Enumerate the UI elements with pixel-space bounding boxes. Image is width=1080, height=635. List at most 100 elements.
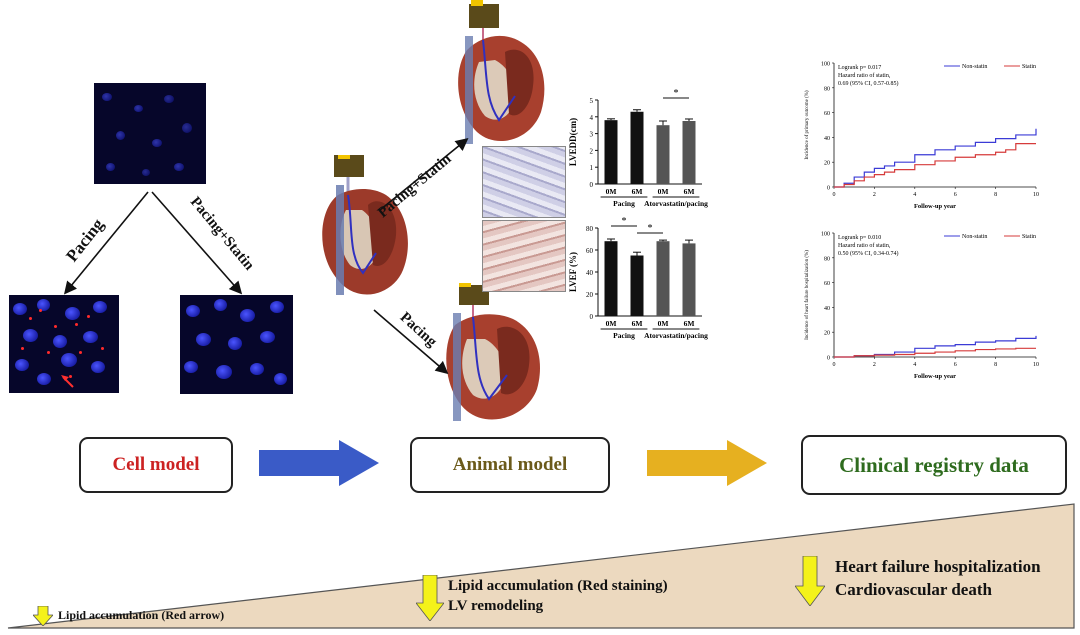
bar xyxy=(604,241,618,316)
x-tick-label: 10 xyxy=(1033,362,1039,368)
y-tick-label: 100 xyxy=(821,232,830,238)
x-tick-label: 6M xyxy=(684,187,695,196)
x-tick-label: 4 xyxy=(913,362,916,368)
y-tick-label: 100 xyxy=(821,62,830,68)
gold-arrow-icon xyxy=(647,440,767,486)
x-tick-label: 6M xyxy=(684,319,695,328)
group-label: Atorvastatin/pacing xyxy=(644,331,708,340)
chart-lvedd: 0 1 2 3 4 5 0M 6M 0M 6M Pacing Atorvastatin/pacing L… xyxy=(568,88,708,208)
x-tick-label: 0M xyxy=(658,319,669,328)
y-tick-label: 80 xyxy=(824,256,830,262)
x-tick-label: 0 xyxy=(833,192,836,198)
x-tick-label: 6M xyxy=(632,319,643,328)
y-tick-label: 20 xyxy=(824,331,830,337)
stage-clinical-registry-label: Clinical registry data xyxy=(839,452,1029,477)
legend-label: Non-statin xyxy=(962,64,987,70)
x-tick-label: 0 xyxy=(833,362,836,368)
y-tick-label: 20 xyxy=(824,161,830,167)
down-arrow-icon-animal xyxy=(416,575,444,621)
significance-label: * xyxy=(674,88,679,99)
x-tick-label: 4 xyxy=(913,192,916,198)
y-tick-label: 20 xyxy=(586,291,594,299)
cell-image-control xyxy=(94,83,206,184)
y-tick-label: 0 xyxy=(590,181,594,189)
x-axis-label: Follow-up year xyxy=(914,373,956,380)
y-tick-label: 60 xyxy=(586,247,594,255)
annotation-text: 0.50 (95% CI, 0.34-0.74) xyxy=(838,250,899,257)
cell-image-pacing-statin xyxy=(180,295,293,394)
x-tick-label: 6 xyxy=(954,362,957,368)
cell-image-pacing xyxy=(9,295,119,393)
x-tick-label: 6 xyxy=(954,192,957,198)
down-arrow-icon-clinical xyxy=(795,556,825,606)
outcome-clinical-1: Heart failure hospitalization xyxy=(835,557,1041,576)
stage-clinical-registry: Clinical registry data xyxy=(801,435,1067,495)
stage-animal-model: Animal model xyxy=(410,437,610,493)
x-tick-label: 2 xyxy=(873,362,876,368)
significance-label: * xyxy=(648,223,653,234)
red-arrow-icon xyxy=(61,375,74,388)
x-axis-label: Follow-up year xyxy=(914,203,956,210)
y-tick-label: 3 xyxy=(590,131,594,139)
group-label: Atorvastatin/pacing xyxy=(644,199,708,208)
bar xyxy=(630,111,644,184)
animal-branch-arrows xyxy=(373,137,469,375)
outcome-clinical-2: Cardiovascular death xyxy=(835,580,992,599)
cell-branch-arrows xyxy=(63,191,243,295)
down-arrow-icon-cell xyxy=(33,606,53,626)
y-tick-label: 60 xyxy=(824,111,830,117)
y-axis-label: LVEF (%) xyxy=(568,252,578,292)
annotation-text: Hazard ratio of statin, xyxy=(838,72,891,79)
x-tick-label: 0M xyxy=(658,187,669,196)
bar xyxy=(682,121,696,184)
x-tick-label: 8 xyxy=(994,362,997,368)
x-tick-label: 2 xyxy=(873,192,876,198)
outcome-animal-1: Lipid accumulation (Red staining) xyxy=(448,578,668,594)
y-tick-label: 60 xyxy=(824,281,830,287)
y-tick-label: 40 xyxy=(586,269,594,277)
y-tick-label: 0 xyxy=(827,356,830,362)
annotation-text: 0.69 (95% CI, 0.57-0.85) xyxy=(838,80,899,87)
legend-label: Statin xyxy=(1022,64,1036,70)
y-tick-label: 80 xyxy=(824,86,830,92)
series-line xyxy=(834,347,1036,358)
histology-image-pacing xyxy=(482,220,566,292)
annotation-text: Logrank p= 0.010 xyxy=(838,235,881,241)
stage-cell-model-label: Cell model xyxy=(112,454,200,475)
bar xyxy=(656,241,670,316)
y-tick-label: 4 xyxy=(590,114,594,122)
bar xyxy=(656,125,670,184)
series-line xyxy=(834,143,1036,188)
bar xyxy=(682,243,696,316)
group-label: Pacing xyxy=(613,199,635,208)
outcome-animal-2: LV remodeling xyxy=(448,598,544,614)
annotation-text: Logrank p= 0.017 xyxy=(838,65,881,71)
x-tick-label: 8 xyxy=(994,192,997,198)
significance-label: * xyxy=(622,216,627,227)
legend-label: Non-statin xyxy=(962,234,987,240)
y-axis-label: Incidence of heart failure hospitalizati… xyxy=(805,250,810,340)
annotation-text: Hazard ratio of statin, xyxy=(838,242,891,249)
bar xyxy=(604,120,618,184)
y-tick-label: 1 xyxy=(590,164,594,172)
x-tick-label: 10 xyxy=(1033,192,1039,198)
y-tick-label: 40 xyxy=(824,136,830,142)
x-tick-label: 0M xyxy=(606,187,617,196)
y-tick-label: 2 xyxy=(590,147,594,155)
bar xyxy=(630,255,644,316)
y-axis-label: LVEDD(cm) xyxy=(568,118,578,166)
stage-cell-model: Cell model xyxy=(79,437,233,493)
legend-label: Statin xyxy=(1022,234,1036,240)
x-tick-label: 6M xyxy=(632,187,643,196)
histology-image-statin xyxy=(482,146,566,218)
y-tick-label: 0 xyxy=(590,313,594,321)
outcome-cell: Lipid accumulation (Red arrow) xyxy=(58,608,225,622)
stage-animal-model-label: Animal model xyxy=(452,454,568,475)
y-tick-label: 5 xyxy=(590,97,594,105)
heart-illustration-bottom xyxy=(446,283,540,421)
y-tick-label: 80 xyxy=(586,225,594,233)
heart-illustration-center xyxy=(322,155,408,295)
